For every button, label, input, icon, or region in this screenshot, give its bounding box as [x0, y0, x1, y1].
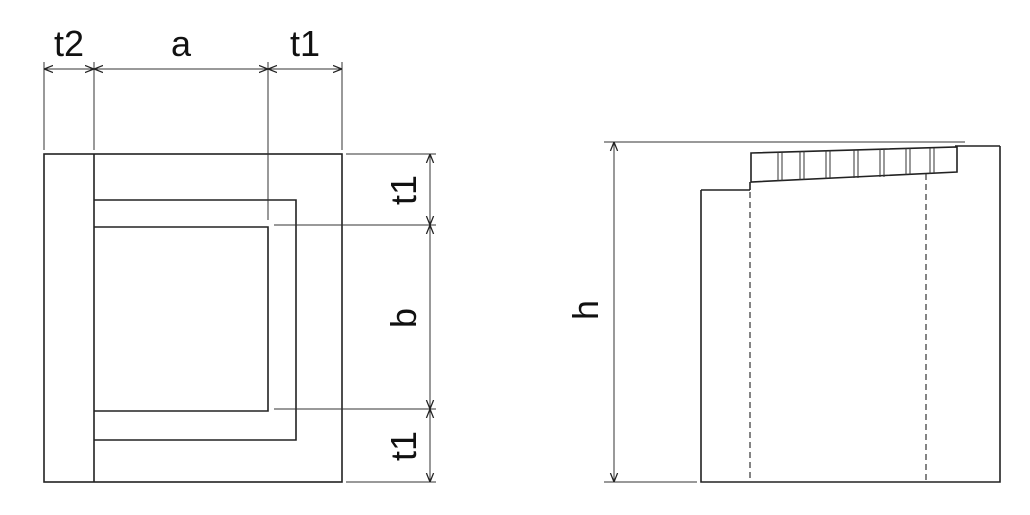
- middle-frame: [94, 199, 297, 441]
- label-h: h: [565, 300, 606, 320]
- label-t2: t2: [54, 23, 84, 64]
- label-b: b: [383, 308, 424, 328]
- label-t1-upper: t1: [383, 175, 424, 205]
- top-dimensions: t2 a t1: [43, 23, 343, 220]
- inner-opening: [94, 226, 269, 412]
- band-segments: [777, 148, 935, 181]
- body-outline: [700, 146, 1001, 483]
- outer-frame: [43, 153, 343, 483]
- label-t1-lower: t1: [383, 431, 424, 461]
- height-dimension: h: [565, 141, 965, 483]
- elevation-view: [700, 145, 1001, 483]
- side-dimensions: t1 b t1: [274, 153, 436, 483]
- label-t1-top: t1: [290, 23, 320, 64]
- plan-view: [43, 153, 343, 483]
- top-band: [750, 146, 958, 183]
- label-a: a: [171, 23, 192, 64]
